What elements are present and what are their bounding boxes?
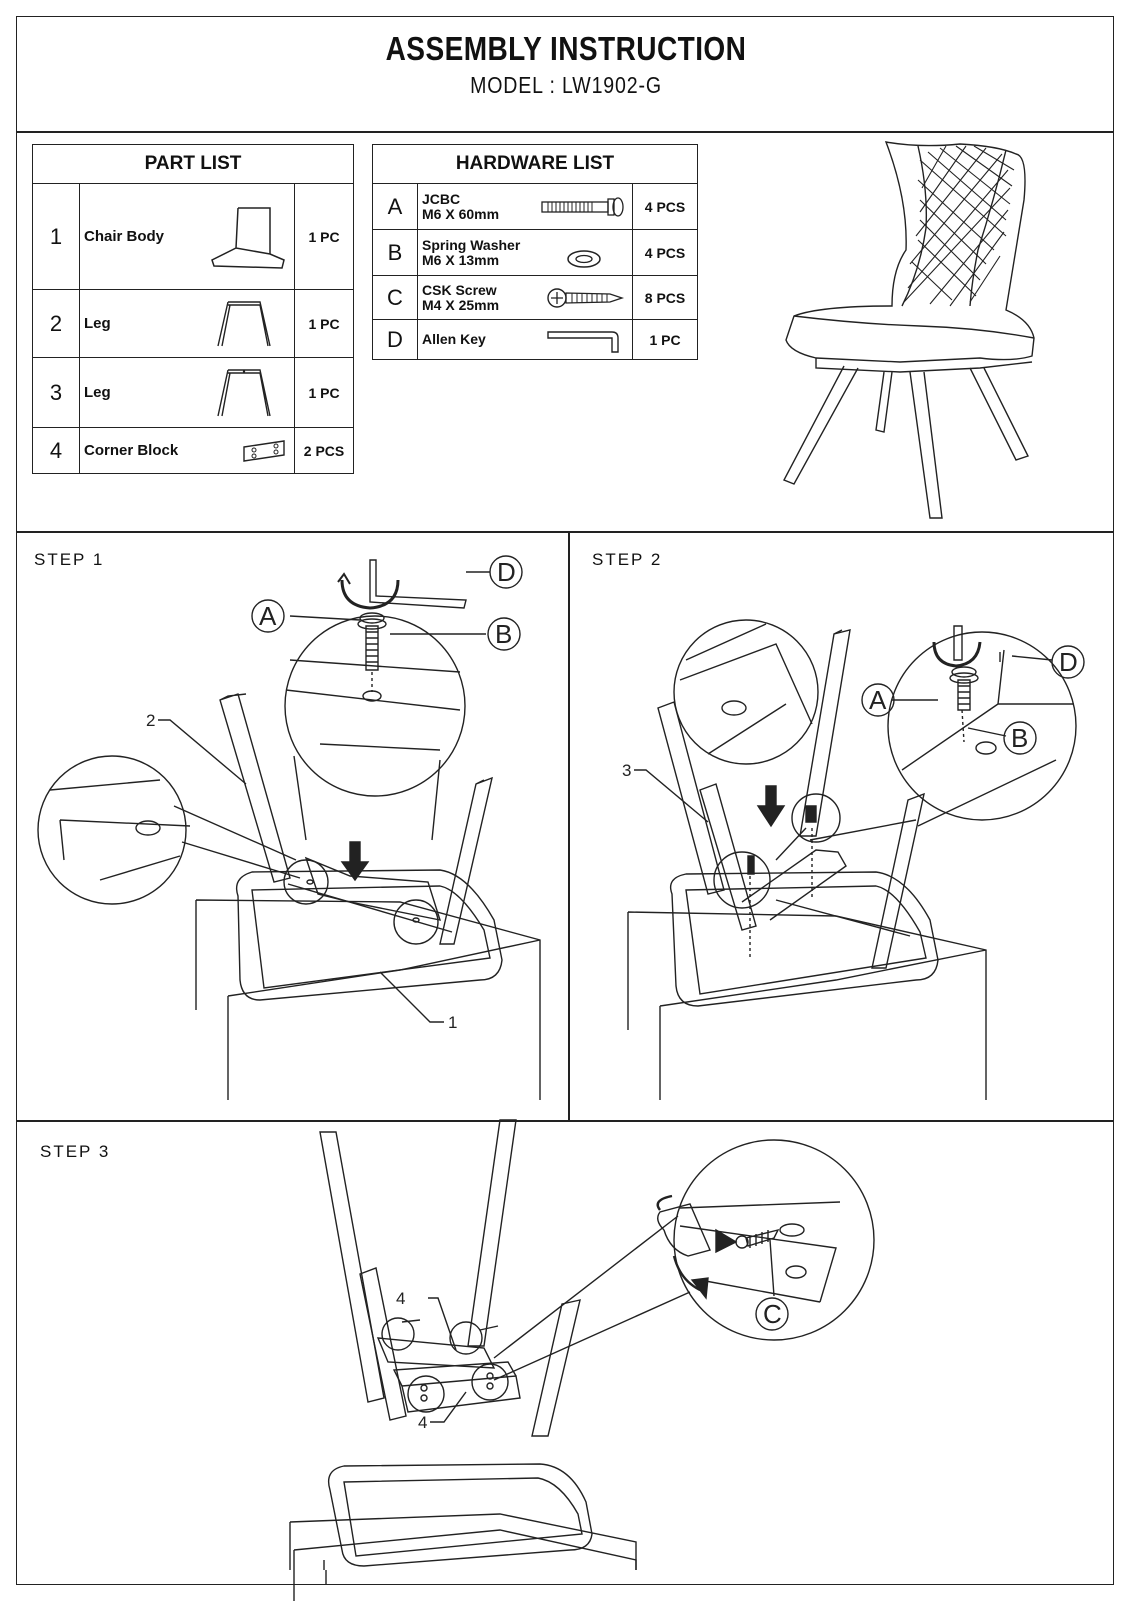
leg-icon: [217, 369, 271, 417]
part-qty: 1 PC: [294, 357, 354, 428]
step-3-label: STEP 3: [40, 1142, 111, 1161]
table-row: 1 Chair Body 1 PC: [32, 183, 354, 290]
chair-illustration: [783, 141, 1035, 519]
callout-c: C: [763, 1299, 782, 1329]
part-number: 4: [32, 427, 80, 474]
step-3-illustration: C 4 4: [289, 1119, 875, 1601]
chair-body-icon: [211, 207, 285, 269]
part-list-heading: PART LIST: [32, 144, 354, 184]
part-name: Chair Body: [84, 228, 165, 245]
corner-block-icon: [243, 440, 285, 462]
step-1-illustration: A B D 2 1: [37, 555, 541, 1100]
part-qty: 2 PCS: [294, 427, 354, 474]
hardware-name: Allen Key: [422, 331, 486, 347]
table-row: B Spring Washer M6 X 13mm 4 PCS: [372, 229, 698, 276]
step-2-illustration: A B D 3: [622, 619, 1085, 1100]
table-row: D Allen Key 1 PC: [372, 319, 698, 360]
hardware-name: Spring Washer: [422, 236, 521, 253]
hardware-spec: M4 X 25mm: [422, 296, 500, 313]
part-number: 3: [32, 357, 80, 428]
part-number: 2: [32, 289, 80, 358]
hardware-letter: D: [372, 319, 418, 360]
section-divider-bottom: [16, 1120, 1114, 1122]
part-qty: 1 PC: [294, 289, 354, 358]
header-divider: [16, 131, 1114, 133]
table-row: C CSK Screw M4 X 25mm 8 PCS: [372, 275, 698, 320]
hardware-name-cell: Spring Washer M6 X 13mm: [417, 229, 633, 276]
table-row: A JCBC M6 X 60mm 4 PCS: [372, 183, 698, 230]
part-name-cell: Corner Block: [79, 427, 295, 474]
callout-part-4-top: 4: [396, 1289, 405, 1308]
step-divider: [568, 531, 570, 1120]
callout-a: A: [869, 685, 887, 715]
model-number: MODEL : LW1902-G: [470, 72, 662, 98]
hardware-letter: B: [372, 229, 418, 276]
callout-part-1: 1: [448, 1013, 457, 1032]
part-list-table: PART LIST 1 Chair Body 1 PC 2 Leg 1 PC 3…: [32, 144, 354, 474]
hardware-qty: 1 PC: [632, 319, 698, 360]
part-name-cell: Chair Body: [79, 183, 295, 290]
callout-part-3: 3: [622, 761, 631, 780]
hardware-name: JCBC: [422, 190, 461, 207]
step-2-label: STEP 2: [592, 550, 663, 569]
part-name-cell: Leg: [79, 289, 295, 358]
callout-d: D: [497, 557, 516, 587]
part-name-cell: Leg: [79, 357, 295, 428]
part-number: 1: [32, 183, 80, 290]
hardware-qty: 8 PCS: [632, 275, 698, 320]
hardware-name-cell: JCBC M6 X 60mm: [417, 183, 633, 230]
allen-key-icon: [547, 331, 619, 353]
bolt-icon: [541, 197, 624, 217]
leg-icon: [217, 301, 271, 347]
callout-part-4-bottom: 4: [418, 1413, 427, 1432]
part-name: Leg: [84, 315, 111, 332]
part-qty: 1 PC: [294, 183, 354, 290]
table-row: 3 Leg 1 PC: [32, 357, 354, 428]
callout-b: B: [495, 619, 512, 649]
hardware-spec: M6 X 60mm: [422, 205, 500, 222]
hardware-letter: A: [372, 183, 418, 230]
screw-icon: [547, 288, 625, 308]
hardware-letter: C: [372, 275, 418, 320]
hardware-qty: 4 PCS: [632, 229, 698, 276]
hardware-qty: 4 PCS: [632, 183, 698, 230]
step-1-label: STEP 1: [34, 550, 105, 569]
hardware-name-cell: Allen Key: [417, 319, 633, 360]
washer-icon: [567, 250, 601, 268]
part-name: Leg: [84, 384, 111, 401]
callout-b: B: [1011, 723, 1028, 753]
part-name: Corner Block: [84, 442, 179, 459]
callout-part-2: 2: [146, 711, 155, 730]
section-divider-top: [16, 531, 1114, 533]
hardware-list-heading: HARDWARE LIST: [372, 144, 698, 184]
hardware-name-cell: CSK Screw M4 X 25mm: [417, 275, 633, 320]
page-title: ASSEMBLY INSTRUCTION: [385, 30, 747, 67]
table-row: 2 Leg 1 PC: [32, 289, 354, 358]
page-frame: [16, 16, 1114, 1585]
hardware-spec: M6 X 13mm: [422, 251, 500, 268]
table-row: 4 Corner Block 2 PCS: [32, 427, 354, 474]
callout-a: A: [259, 601, 277, 631]
callout-d: D: [1059, 647, 1078, 677]
hardware-name: CSK Screw: [422, 281, 497, 298]
hardware-list-table: HARDWARE LIST A JCBC M6 X 60mm 4 PCS B S…: [372, 144, 698, 360]
